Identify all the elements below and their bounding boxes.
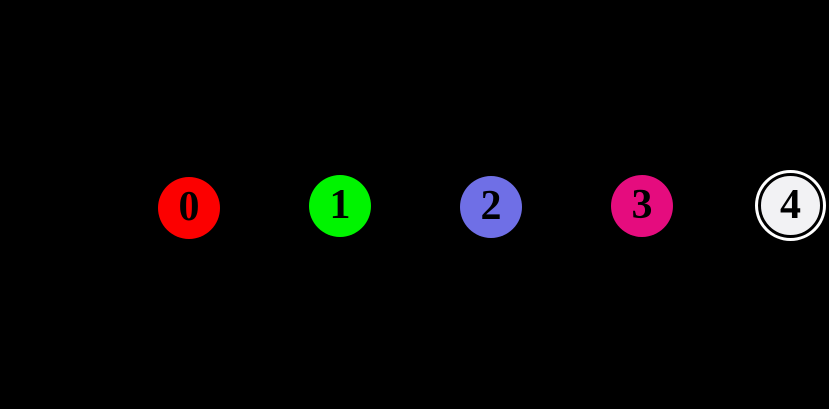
node-label: 2 <box>480 183 502 229</box>
graph-node-4: 4 <box>755 170 826 241</box>
graph-node-3: 3 <box>611 175 673 237</box>
graph-node-1: 1 <box>309 175 371 237</box>
graph-node-0: 0 <box>158 177 220 239</box>
node-label: 4 <box>780 181 801 228</box>
graph-node-2: 2 <box>460 176 522 238</box>
node-label: 0 <box>178 184 200 230</box>
graph-node-4-inner-circle: 4 <box>758 173 823 238</box>
node-label: 3 <box>631 182 653 228</box>
node-label: 1 <box>329 182 351 228</box>
